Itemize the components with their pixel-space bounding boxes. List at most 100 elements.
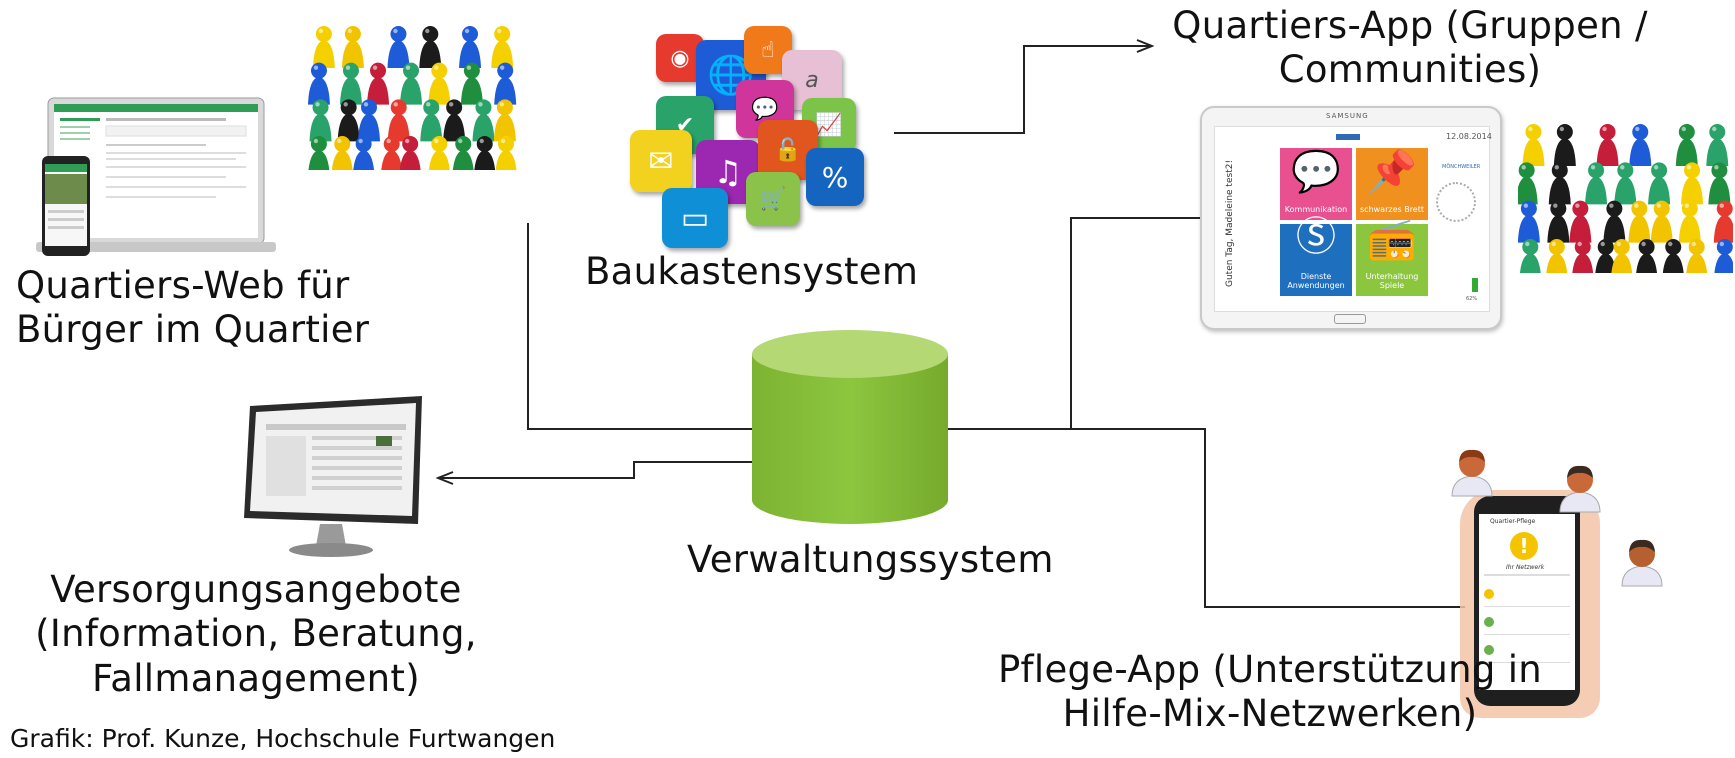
- pawn-figure: [443, 99, 466, 142]
- baukastensystem-label: Baukastensystem: [585, 250, 919, 293]
- pawn-figure: [428, 62, 451, 105]
- pawn-figure: [459, 26, 482, 68]
- arrow-to-quartiers-app: [894, 46, 1152, 134]
- verwaltungssystem-label: Verwaltungssystem: [687, 538, 1054, 581]
- pawn-figure: [1585, 162, 1608, 205]
- mail-icon: ✉: [630, 130, 692, 192]
- tablet-device: SAMSUNG Guten Tag, Madeleine test2! 12.0…: [1200, 106, 1502, 330]
- pawn-figure: [1596, 124, 1619, 166]
- pawn-figure: [460, 62, 483, 105]
- pawn-figure: [1629, 124, 1652, 166]
- pawn-figure: [1517, 200, 1540, 243]
- phone-title: Ihr Netzwerk: [1506, 564, 1545, 571]
- tablet-battery-level: 62%: [1466, 296, 1478, 302]
- pawn-figure: [337, 99, 360, 142]
- battery-icon: [1472, 278, 1478, 292]
- tablet-tile-kommunikation[interactable]: 💬 Kommunikation: [1280, 148, 1352, 220]
- pawn-figure: [1522, 124, 1545, 166]
- phone-list-item[interactable]: [1484, 586, 1570, 607]
- pawn-figure: [312, 26, 335, 68]
- pawn-figure: [494, 62, 517, 105]
- arrow-to-versorgung: [438, 461, 752, 478]
- pawn-figure: [309, 99, 332, 142]
- pawn-figure: [1548, 162, 1571, 205]
- tablet-brand: SAMSUNG: [1326, 112, 1369, 120]
- pin-icon: 📌: [1367, 149, 1417, 195]
- pawn-figure: [1675, 124, 1698, 166]
- pawn-figure: [1569, 200, 1592, 243]
- pawn-figure: [387, 26, 410, 68]
- pawn-figure: [1545, 239, 1568, 281]
- tablet-tile-schwarzes-brett[interactable]: 📌 schwarzes Brett: [1356, 148, 1428, 220]
- pawn-figure: [1547, 200, 1570, 243]
- tablet-city: MÖNCHWEILER: [1442, 164, 1481, 170]
- app-icon-cloud: ◉ 🌐 ☝ a ✔ 💬 📈 ✉ ♫ 🔓 % 🛒 ▭: [626, 20, 876, 250]
- database-cylinder: [752, 330, 948, 530]
- pawn-figure: [420, 99, 443, 142]
- person-avatar-icon: [1556, 462, 1604, 514]
- pawn-figure: [1635, 239, 1658, 281]
- pawn-figure: [307, 62, 330, 105]
- tablet-date: 12.08.2014: [1446, 132, 1492, 141]
- pawn-figure: [1571, 239, 1594, 281]
- pawn-figure: [419, 26, 442, 68]
- tablet-greeting: Guten Tag, Madeleine test2!: [1225, 159, 1235, 287]
- pawn-figure: [341, 26, 364, 68]
- speech-bubbles-icon: 💬: [1291, 149, 1341, 195]
- person-avatar-icon: [1618, 536, 1666, 588]
- line-db-to-tablet: [946, 217, 1204, 430]
- folder-icon: ▭: [662, 188, 728, 248]
- versorgungsangebote-label: Versorgungsangebote (Information, Beratu…: [35, 568, 477, 700]
- tablet-top-button[interactable]: [1336, 134, 1360, 140]
- cart-icon: 🛒: [746, 172, 800, 226]
- people-crowd-right: [1515, 108, 1735, 281]
- pawn-figure: [1515, 162, 1538, 205]
- pawn-figure: [1603, 200, 1626, 243]
- laptop-image: [36, 96, 276, 264]
- warning-icon: !: [1510, 532, 1538, 560]
- line-db-to-pflege: [1071, 428, 1465, 608]
- pawn-figure: [400, 62, 423, 105]
- clock-icon: [1436, 182, 1476, 222]
- pawn-figure: [1708, 162, 1731, 205]
- pawn-figure: [1610, 239, 1633, 281]
- phone-header: Quartier-Pflege: [1490, 518, 1536, 525]
- music-icon: ♫: [696, 140, 760, 204]
- person-avatar-icon: [1448, 446, 1496, 498]
- tablet-tile-unterhaltung[interactable]: 📻 Unterhaltung Spiele: [1356, 216, 1428, 296]
- phone-list-item[interactable]: [1484, 614, 1570, 635]
- pawn-figure: [491, 26, 514, 68]
- pawn-figure: [1713, 239, 1735, 281]
- line-web-to-db: [527, 223, 752, 430]
- pawn-figure: [1662, 239, 1685, 281]
- radio-icon: 📻: [1367, 216, 1417, 262]
- monitor-image: [236, 394, 426, 559]
- quartiers-app-label: Quartiers-App (Gruppen / Communities): [1172, 4, 1648, 92]
- pawn-figure: [1685, 239, 1708, 281]
- figure-credit: Grafik: Prof. Kunze, Hochschule Furtwang…: [10, 724, 556, 753]
- pawn-figure: [1706, 124, 1729, 166]
- tablet-home-button[interactable]: [1334, 314, 1366, 324]
- pawn-figure: [1713, 200, 1735, 243]
- services-icon: Ⓢ: [1296, 214, 1336, 260]
- pflege-app-label: Pflege-App (Unterstützung in Hilfe-Mix-N…: [997, 648, 1543, 736]
- pawn-figure: [1678, 200, 1701, 243]
- pawn-figure: [1519, 239, 1542, 281]
- pawn-figure: [367, 62, 390, 105]
- percent-icon: %: [806, 148, 864, 206]
- pawn-figure: [358, 99, 381, 142]
- phone-list-item[interactable]: [1484, 642, 1570, 663]
- pawn-figure: [1614, 162, 1637, 205]
- pawn-figure: [339, 62, 362, 105]
- tablet-tile-dienste[interactable]: Ⓢ Dienste Anwendungen: [1280, 214, 1352, 296]
- pawn-figure: [1553, 124, 1576, 166]
- pawn-figure: [1650, 200, 1673, 243]
- pawn-figure: [1628, 200, 1651, 243]
- pawn-figure: [1681, 162, 1704, 205]
- pawn-figure: [1648, 162, 1671, 205]
- pawn-figure: [472, 99, 495, 142]
- people-crowd-left: [307, 10, 518, 178]
- quartiers-web-label: Quartiers-Web für Bürger im Quartier: [16, 264, 370, 352]
- phone-in-hand: Quartier-Pflege ! Ihr Netzwerk: [1460, 490, 1600, 718]
